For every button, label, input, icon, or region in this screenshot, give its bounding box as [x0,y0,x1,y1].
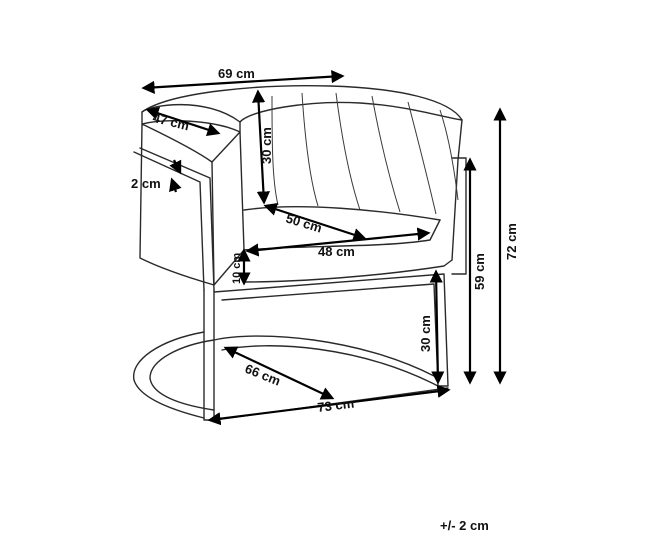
dim-line-overall-width [141,70,345,94]
label-seat-cushion-height: 10 cm [231,253,243,284]
dim-line-base-width [207,384,451,426]
label-seat-depth: 50 cm [284,211,324,236]
dim-line-base-clearance [429,269,445,385]
dim-line-frame-top [169,159,182,175]
chair-outline [139,85,467,286]
label-total-height: 72 cm [504,223,519,260]
label-seat-height: 59 cm [472,253,487,290]
dim-line-arm-depth [145,107,221,136]
label-overall-width: 69 cm [218,66,255,81]
label-arm-depth: 47 cm [151,110,190,133]
label-base-width: 73 cm [317,396,355,415]
label-seat-width: 48 cm [318,244,355,259]
label-frame-thickness: 2 cm [131,176,161,191]
label-backrest-height: 30 cm [259,127,274,164]
dimension-lines [141,70,507,426]
dim-line-frame-bottom [169,177,182,193]
dim-line-seat-width [245,227,431,257]
dim-line-backrest-height [251,89,271,205]
tolerance-note: +/- 2 cm [440,518,489,533]
label-base-clearance: 30 cm [418,315,433,352]
